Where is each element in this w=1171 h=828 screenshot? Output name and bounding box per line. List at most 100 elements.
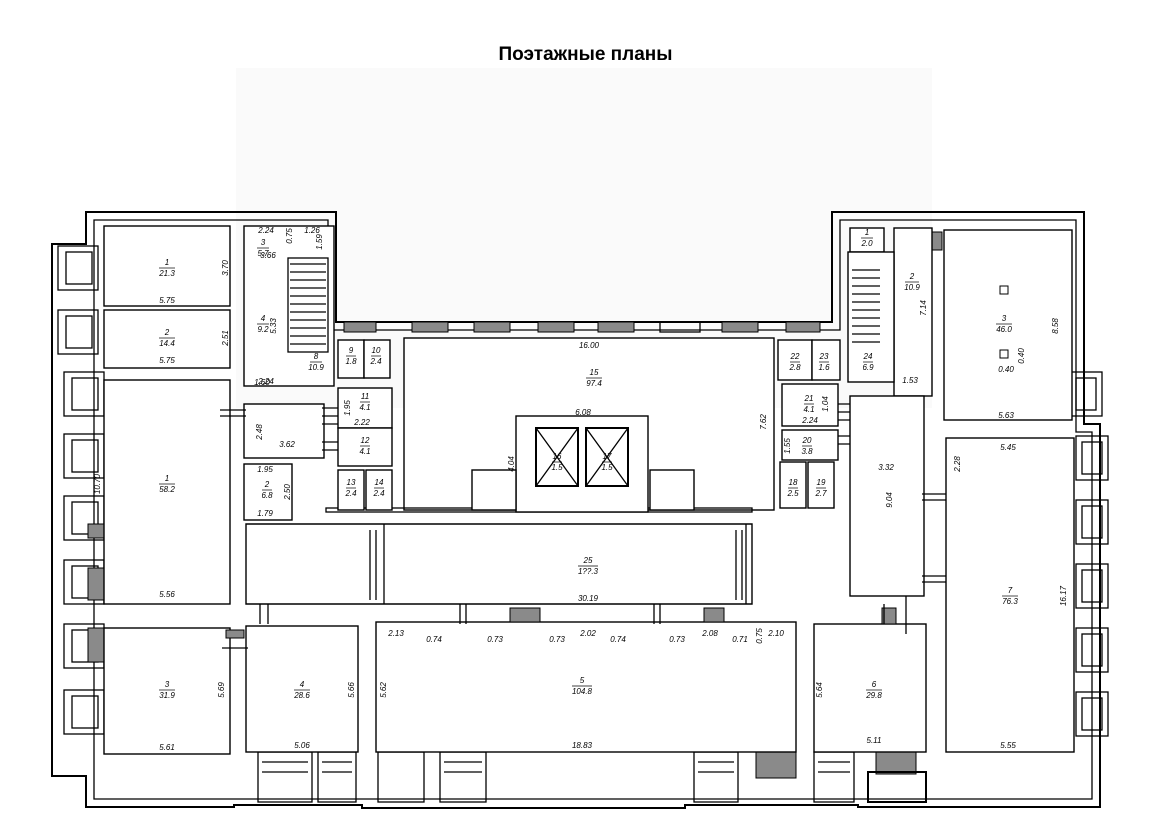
room-label: 121.3	[158, 258, 175, 278]
room-area: 6.8	[261, 491, 273, 500]
dimension-label: 2.48	[255, 424, 264, 441]
room-area: 1??.3	[578, 567, 599, 576]
room-number: 17	[603, 452, 612, 461]
room-area: 28.6	[293, 691, 310, 700]
room-area: 4.1	[359, 403, 370, 412]
room-number: 14	[375, 478, 384, 487]
room-label: 222.8	[788, 352, 801, 372]
room-label: 158.2	[159, 474, 175, 494]
room-area: 1.5	[551, 463, 563, 472]
room-number: 8	[314, 352, 319, 361]
room-number: 7	[1008, 586, 1013, 595]
dimension-label: 2.24	[257, 377, 274, 386]
room-label: 114.1	[359, 392, 370, 412]
room-number: 3	[165, 680, 170, 689]
room-number: 3	[1002, 314, 1007, 323]
room-area: 2.5	[786, 489, 799, 498]
room-label: 102.4	[369, 346, 382, 366]
dimension-label: 16.00	[579, 341, 600, 350]
room-label: 182.5	[786, 478, 799, 498]
room-number: 2	[164, 328, 170, 337]
dimension-label: 0.73	[669, 635, 685, 644]
room-number: 2	[264, 480, 270, 489]
room-number: 21	[804, 394, 814, 403]
room-number: 9	[349, 346, 354, 355]
room-area: 3.8	[801, 447, 813, 456]
room-label: 49.2	[257, 314, 269, 334]
room-label: 124.1	[359, 436, 370, 456]
page-title: Поэтажные планы	[498, 44, 673, 65]
dimension-label: 5.63	[998, 411, 1014, 420]
room-label: 214.1	[803, 394, 814, 414]
bottom-entrances	[257, 751, 927, 803]
dimension-label: 0.73	[549, 635, 565, 644]
dimension-label: 4.04	[507, 456, 516, 472]
room-area: 5.7	[257, 249, 269, 258]
room-label: 203.8	[801, 436, 813, 456]
room-label: 331.9	[159, 680, 175, 700]
room-area: 31.9	[159, 691, 175, 700]
dimension-label: 7.62	[759, 414, 768, 430]
dimension-label: 1.60	[254, 378, 270, 387]
room-label: 142.4	[372, 478, 385, 498]
dimension-label: 3.66	[260, 251, 276, 260]
dimension-label: 0.73	[487, 635, 503, 644]
room-label: 192.7	[814, 478, 827, 498]
dimension-label: 5.33	[269, 318, 278, 334]
room-label: 629.8	[865, 680, 882, 700]
dimension-label: 10.70	[93, 473, 102, 494]
room-label: 776.3	[1002, 586, 1018, 606]
room-label: 26.8	[261, 480, 273, 500]
dimension-label: 0.40	[998, 365, 1014, 374]
room-number: 4	[300, 680, 305, 689]
room-number: 23	[819, 352, 829, 361]
dimension-label: 5.66	[347, 682, 356, 698]
dimension-label: 2.22	[353, 418, 370, 427]
dimension-label: 2.10	[767, 629, 784, 638]
dimension-label: 5.55	[1000, 741, 1016, 750]
dimension-label: 2.24	[257, 226, 274, 235]
dimension-label: 7.14	[919, 300, 928, 316]
dimension-label: 2.28	[953, 456, 962, 473]
dimension-label: 3.62	[279, 440, 295, 449]
room-label: 231.6	[818, 352, 830, 372]
dimension-label: 1.55	[783, 438, 792, 454]
dimension-label: 18.83	[572, 741, 593, 750]
dimension-label: 5.11	[867, 736, 882, 745]
room-label: 91.8	[345, 346, 357, 366]
column-markers	[999, 285, 1009, 359]
room-label: 132.4	[344, 478, 357, 498]
room-area: 1.8	[345, 357, 357, 366]
dimension-label: 5.69	[217, 682, 226, 698]
room-label: 246.9	[862, 352, 874, 372]
room-label: 35.7	[257, 238, 269, 258]
dimension-label: 0.74	[426, 635, 442, 644]
dimension-label: 5.06	[294, 741, 310, 750]
room-area: 2.7	[814, 489, 827, 498]
dimension-label: 1.95	[343, 400, 352, 416]
dimension-label: 16.17	[1059, 585, 1068, 606]
room-area: 21.3	[158, 269, 175, 278]
room-number: 24	[863, 352, 873, 361]
dimension-label: 1.59	[315, 234, 324, 250]
dimension-label: 6.08	[575, 408, 591, 417]
dimension-label: 0.75	[755, 628, 764, 644]
room-number: 1	[865, 228, 869, 237]
room-number: 22	[790, 352, 800, 361]
room-label: 251??.3	[578, 556, 599, 576]
dimension-label: 1.26	[304, 226, 320, 235]
room-number: 1	[165, 258, 169, 267]
room-area: 76.3	[1002, 597, 1018, 606]
dimension-label: 0.71	[732, 635, 748, 644]
north-windows	[343, 231, 943, 333]
dimension-label: 5.61	[159, 743, 175, 752]
dimension-label: 2.08	[701, 629, 718, 638]
room-label: 428.6	[293, 680, 310, 700]
dimension-label: 2.50	[283, 484, 292, 501]
dimension-label: 5.45	[1000, 443, 1016, 452]
dimension-label: 1.79	[257, 509, 273, 518]
dimension-label: 5.75	[159, 356, 175, 365]
dimension-label: 1.04	[821, 396, 830, 412]
room-area: 4.1	[803, 405, 814, 414]
